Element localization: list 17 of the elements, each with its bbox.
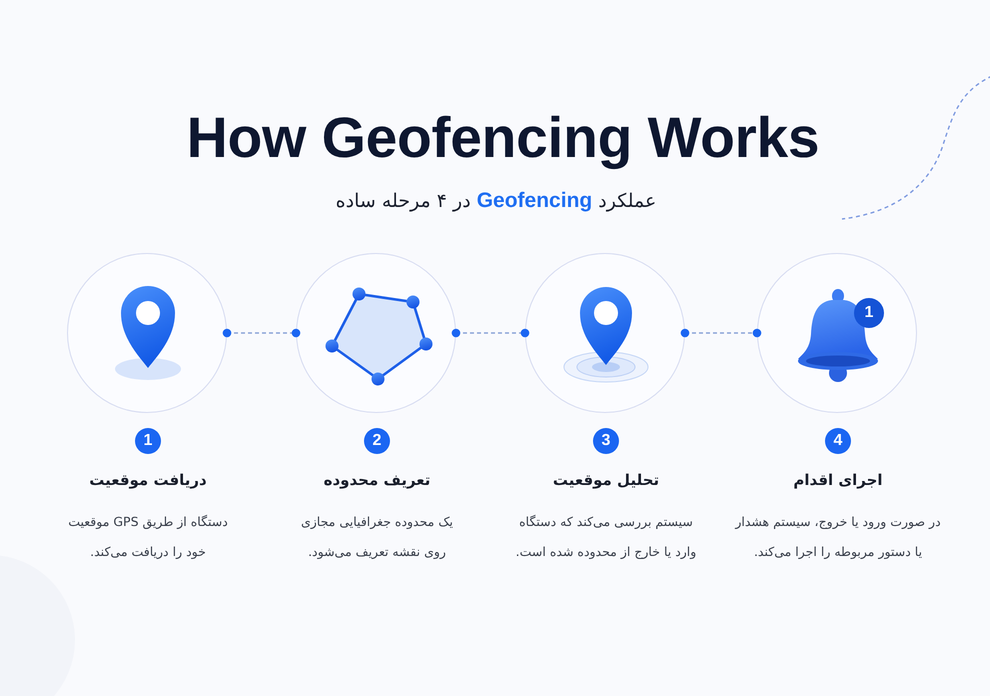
step-heading: اجرای اقدام [793, 470, 883, 491]
notification-badge: 1 [854, 298, 884, 328]
step-description: دستگاه از طریق GPS موقعیت خود را دریافت می‌کند. [67, 513, 229, 561]
step-description: سیستم بررسی می‌کند که دستگاه وارد یا خارج از محدوده شده است. [514, 513, 698, 561]
step-heading: دریافت موقعیت [89, 470, 207, 491]
step-heading: تحلیل موقعیت [552, 470, 660, 491]
number-badge: 1 [135, 428, 161, 454]
number-badge: 2 [364, 428, 390, 454]
number-badge: 4 [825, 428, 851, 454]
step-heading: تعریف محدوده [324, 470, 430, 491]
number-badge: 3 [593, 428, 619, 454]
dashed-connector [222, 328, 300, 338]
dashed-connector [452, 328, 530, 338]
title: How Geofencing Works [186, 110, 820, 167]
step-description: یک محدوده جغرافیایی مجازی روی نقشه تعریف می‌شود. [300, 513, 454, 561]
step-description: در صورت ورود یا خروج، سیستم هشدار یا دستور مربوطه را اجرا می‌کند. [734, 513, 942, 561]
dashed-connector [680, 328, 762, 338]
